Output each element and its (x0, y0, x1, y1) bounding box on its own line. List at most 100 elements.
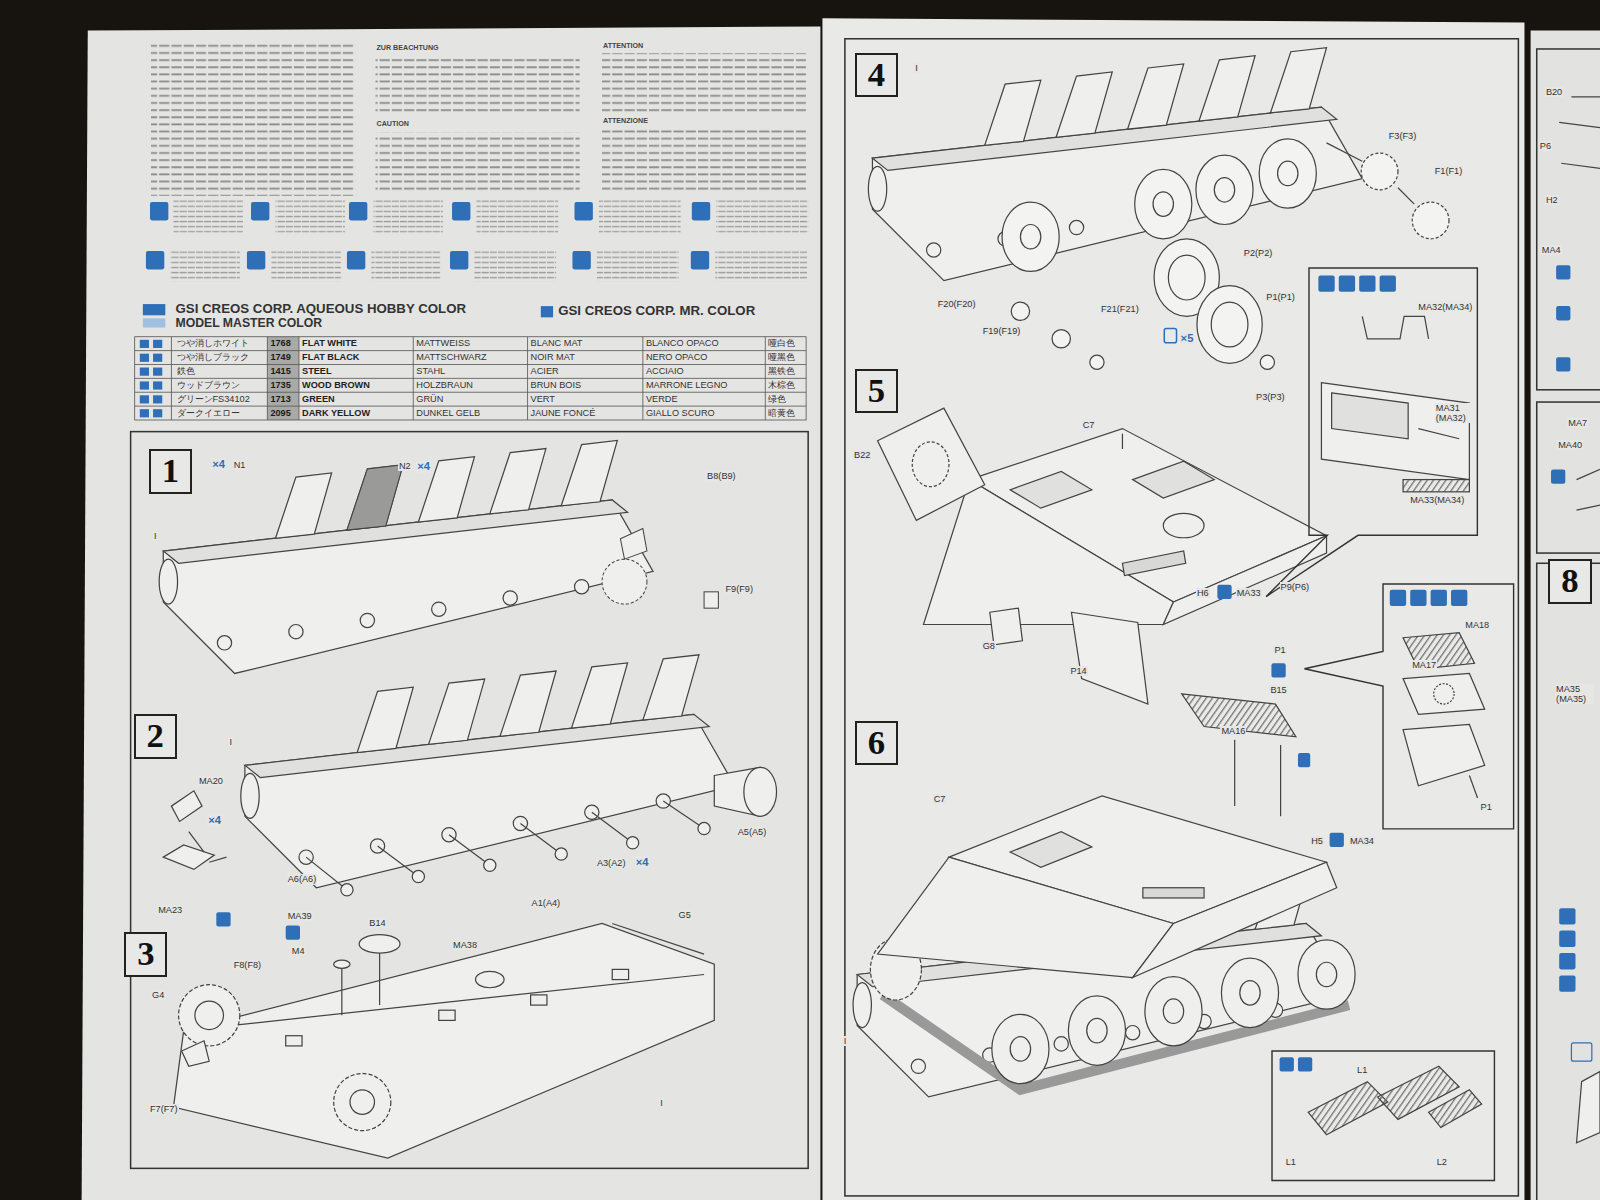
part-number: F21(F21) (1100, 304, 1140, 314)
hull-illustration (1010, 832, 1092, 868)
table-cell: 黑铁色 (768, 366, 795, 376)
step-frame (131, 432, 809, 1169)
hull-illustration (1398, 188, 1414, 204)
part-number: MA33 (1236, 588, 1262, 598)
table-cell: JAUNE FONCÉ (531, 408, 596, 418)
step-number-box: 3 (124, 932, 167, 977)
part-number: N1 (233, 460, 247, 470)
hull-illustration (1260, 355, 1274, 369)
part-number: P1(P1) (1265, 292, 1296, 302)
third-page-detail (1559, 976, 1575, 992)
fine-print-text (151, 43, 806, 196)
hull-illustration (1135, 169, 1192, 238)
detail-inset: L1L1L2 (1272, 1051, 1494, 1181)
part-number: H5 (1310, 836, 1324, 846)
callout-outline (1272, 1051, 1494, 1181)
section-heading: CAUTION (376, 121, 410, 129)
table-cell: FLAT WHITE (302, 338, 357, 348)
hull-illustration (359, 935, 400, 953)
table-cell: 1735 (270, 380, 290, 390)
callout-detail (1308, 1082, 1388, 1135)
quantity-mark: ×4 (211, 458, 226, 470)
paint-icon (286, 926, 300, 940)
hull-illustration (1122, 551, 1185, 575)
color-table (765, 337, 766, 420)
table-cell: NERO OPACO (646, 352, 708, 362)
symbol-icons (715, 249, 807, 282)
callout-outline (1272, 1051, 1494, 1181)
section-heading: ZUR BEACHTUNG (376, 45, 440, 53)
symbol-icons (692, 202, 710, 220)
hull-illustration (1163, 513, 1204, 537)
hull-illustration (1214, 178, 1234, 202)
table-cell: つや消しブラック (177, 352, 249, 362)
third-page-detail (1559, 908, 1575, 924)
symbol-icons (247, 251, 265, 269)
part-number: F8(F8) (233, 960, 263, 970)
paint-icon (1298, 753, 1310, 767)
part-number: MA4 (1541, 245, 1562, 255)
hull-illustration (612, 969, 628, 979)
color-table (267, 337, 268, 420)
hull-illustration (1234, 740, 1235, 806)
hull-illustration (1052, 330, 1070, 348)
hull-illustration (484, 859, 496, 871)
callout-detail (1321, 383, 1469, 480)
hull-illustration (159, 441, 653, 674)
part-number: N2 (398, 461, 412, 471)
step-number: 8 (1561, 564, 1578, 599)
part-number: F19(F19) (982, 326, 1022, 336)
callout-detail (1403, 633, 1474, 670)
step-number-box: 6 (855, 721, 898, 765)
paint-icon (1271, 663, 1285, 677)
table-cell: MARRONE LEGNO (646, 380, 728, 390)
hull-illustration (1143, 888, 1204, 898)
symbol-icons (541, 306, 553, 317)
table-cell: 哑黑色 (768, 352, 795, 362)
step-number-box: 4 (855, 53, 898, 97)
table-cell: 暗黄色 (768, 408, 795, 418)
part-number: P1 (1480, 802, 1493, 812)
step-number: 6 (868, 726, 885, 761)
paint-icon (1217, 585, 1231, 599)
hull-illustration (179, 985, 240, 1046)
table-cell: BLANC MAT (531, 338, 583, 348)
hull-illustration (1298, 940, 1355, 1009)
hull-illustration (1316, 962, 1336, 986)
hull-illustration (476, 971, 505, 987)
hull-illustration (378, 846, 419, 877)
hull-illustration (449, 835, 490, 866)
hull-illustration (1182, 694, 1296, 737)
color-table (140, 354, 149, 362)
hull-illustration (173, 923, 714, 1158)
hull-illustration (379, 953, 380, 1005)
table-cell: 1768 (270, 338, 290, 348)
table-cell: GRÜN (416, 394, 443, 404)
part-number: B15 (1269, 685, 1287, 695)
part-number: I (843, 1036, 848, 1046)
symbol-icons (599, 200, 681, 233)
table-cell: 1415 (270, 366, 290, 376)
table-cell: BRUN BOIS (531, 380, 581, 390)
fine-print-text (151, 43, 355, 196)
part-number: MA32(MA34) (1417, 302, 1473, 312)
section-heading: ATTENTION (602, 43, 644, 51)
color-table (140, 381, 149, 389)
part-number: MA23 (157, 905, 183, 915)
color-table (153, 368, 162, 376)
hull-illustration (334, 960, 350, 968)
hull-illustration (592, 812, 633, 843)
third-page-detail (1559, 931, 1575, 947)
part-number: MA35 (MA35) (1555, 684, 1594, 704)
hull-illustration (698, 822, 710, 834)
step-frame (1537, 49, 1600, 390)
section-heading: ATTENZIONE (602, 118, 649, 126)
step-frame (845, 39, 1518, 1196)
color-table (135, 364, 806, 365)
part-number: MA39 (287, 911, 313, 921)
hull-illustration (704, 592, 718, 608)
callout-detail (1298, 1057, 1312, 1071)
table-cell: 2095 (270, 408, 290, 418)
